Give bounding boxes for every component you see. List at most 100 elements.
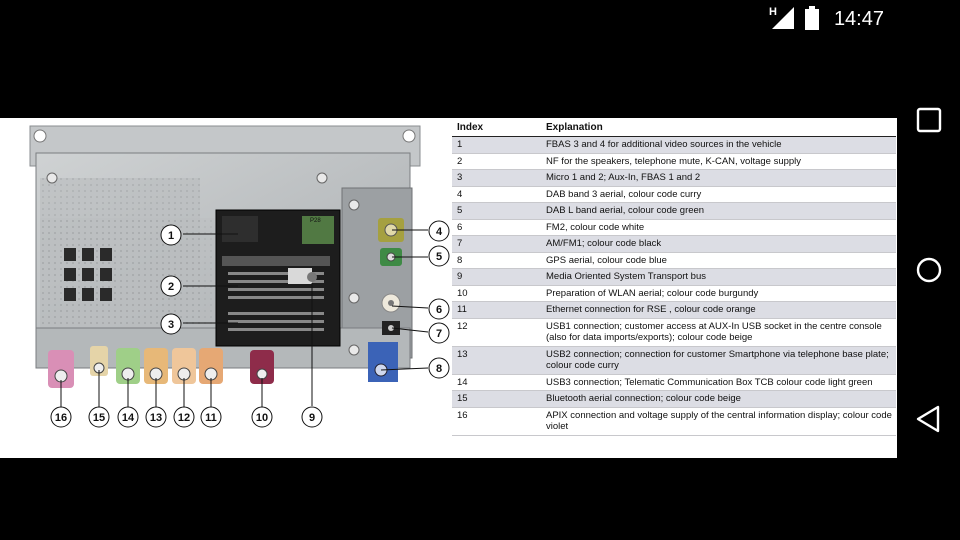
row-explanation: FM2, colour code white (541, 219, 896, 236)
row-index: 1 (452, 136, 541, 154)
callout-11: 11 (200, 406, 222, 428)
callout-1: 1 (160, 224, 182, 246)
back-triangle-icon[interactable] (914, 404, 944, 434)
callout-label: 9 (309, 412, 315, 424)
row-explanation: APIX connection and voltage supply of th… (541, 407, 896, 436)
row-explanation: Preparation of WLAN aerial; colour code … (541, 285, 896, 302)
row-index: 13 (452, 346, 541, 375)
callout-14: 14 (117, 406, 139, 428)
row-index: 7 (452, 235, 541, 253)
callout-label: 2 (168, 281, 174, 293)
row-index: 12 (452, 318, 541, 347)
callout-16: 16 (50, 406, 72, 428)
row-explanation: USB1 connection; customer access at AUX-… (541, 318, 896, 347)
callout-label: 6 (436, 304, 442, 316)
row-index: 14 (452, 374, 541, 391)
row-index: 8 (452, 252, 541, 269)
row-explanation: FBAS 3 and 4 for additional video source… (541, 136, 896, 154)
row-index: 5 (452, 202, 541, 220)
image-viewport[interactable]: P28 (0, 118, 897, 458)
row-index: 3 (452, 169, 541, 187)
row-index: 4 (452, 186, 541, 203)
row-explanation: Micro 1 and 2; Aux-In, FBAS 1 and 2 (541, 169, 896, 187)
row-explanation: NF for the speakers, telephone mute, K-C… (541, 153, 896, 170)
callout-label: 14 (122, 412, 135, 424)
table-header-row: Index Explanation (452, 120, 896, 137)
row-explanation: Ethernet connection for RSE , colour cod… (541, 301, 896, 319)
callout-label: 8 (436, 363, 442, 375)
row-explanation: USB3 connection; Telematic Communication… (541, 374, 896, 391)
battery-icon (805, 6, 819, 30)
row-index: 6 (452, 219, 541, 236)
callout-label: 7 (436, 328, 442, 340)
row-index: 2 (452, 153, 541, 170)
callout-13: 13 (145, 406, 167, 428)
callout-2: 2 (160, 275, 182, 297)
row-index: 16 (452, 407, 541, 436)
callout-5: 5 (428, 245, 450, 267)
callout-6: 6 (428, 298, 450, 320)
network-type-label: H (769, 6, 777, 18)
status-bar: H 14:47 (0, 0, 960, 37)
callout-label: 12 (178, 412, 190, 424)
home-circle-icon[interactable] (914, 255, 944, 285)
row-explanation: Bluetooth aerial connection; colour code… (541, 390, 896, 408)
row-explanation: DAB L band aerial, colour code green (541, 202, 896, 220)
column-header-explanation: Explanation (541, 120, 896, 137)
callout-label: 1 (168, 230, 174, 242)
right-connectors (368, 218, 404, 382)
signal-icon (772, 7, 794, 29)
row-explanation: AM/FM1; colour code black (541, 235, 896, 253)
head-unit-diagram: P28 (29, 125, 450, 428)
recents-square-icon[interactable] (914, 105, 944, 135)
row-index: 15 (452, 390, 541, 408)
navigation-bar (897, 37, 960, 540)
callout-label: 15 (93, 412, 105, 424)
callout-3: 3 (160, 313, 182, 335)
callout-8: 8 (428, 357, 450, 379)
sticker-label: P28 (310, 218, 321, 224)
callout-12: 12 (173, 406, 195, 428)
bottom-connectors (48, 346, 274, 388)
callout-label: 10 (256, 412, 268, 424)
row-index: 10 (452, 285, 541, 302)
callout-7: 7 (428, 322, 450, 344)
row-index: 9 (452, 268, 541, 286)
row-index: 11 (452, 301, 541, 319)
callout-4: 4 (428, 220, 450, 242)
row-explanation: Media Oriented System Transport bus (541, 268, 896, 286)
callout-label: 4 (436, 226, 443, 238)
row-explanation: USB2 connection; connection for customer… (541, 346, 896, 375)
callout-label: 11 (205, 412, 217, 424)
column-header-index: Index (452, 120, 541, 137)
callout-9: 9 (301, 406, 323, 428)
row-explanation: DAB band 3 aerial, colour code curry (541, 186, 896, 203)
callout-label: 16 (55, 412, 67, 424)
callout-label: 5 (436, 251, 442, 263)
callout-15: 15 (88, 406, 110, 428)
main-connector-block: P28 (215, 209, 341, 347)
leader-lines (60, 229, 429, 408)
callout-10: 10 (251, 406, 273, 428)
clock: 14:47 (833, 8, 884, 30)
callout-label: 3 (168, 319, 174, 331)
callout-label: 13 (150, 412, 162, 424)
row-explanation: GPS aerial, colour code blue (541, 252, 896, 269)
